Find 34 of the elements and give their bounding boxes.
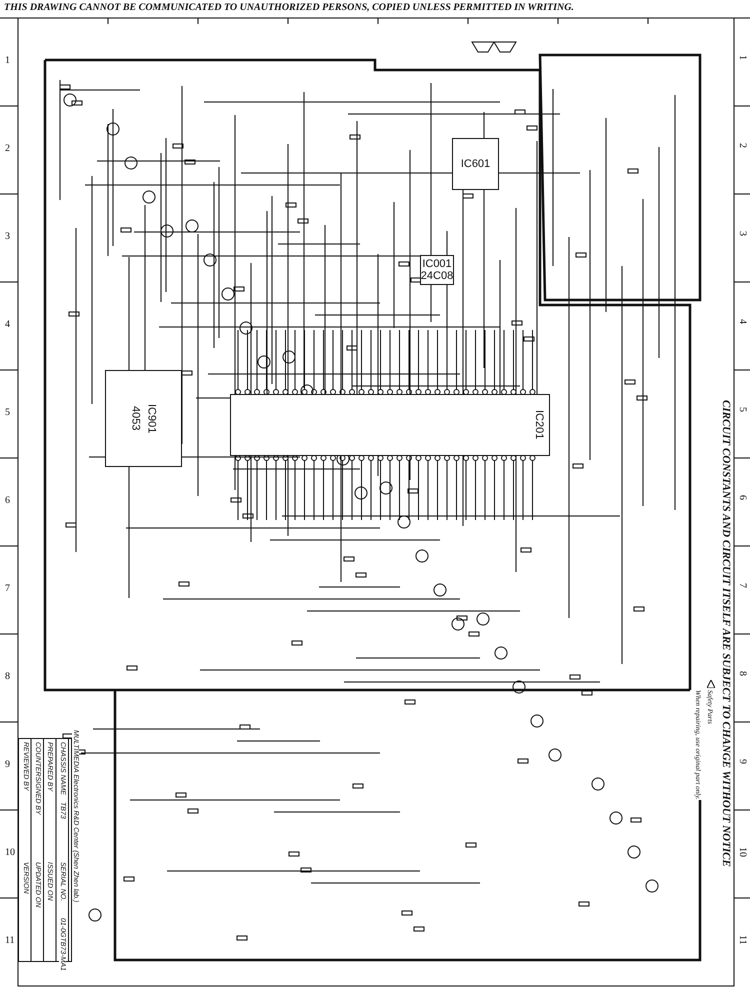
grid-number: 11	[737, 935, 748, 945]
grid-number: 4	[737, 319, 748, 324]
grid-number: 9	[5, 759, 10, 770]
chip-box	[420, 255, 454, 285]
chip-box	[105, 370, 182, 467]
grid-number: 5	[5, 407, 10, 418]
chip-label: IC601	[460, 158, 490, 170]
change-notice: CIRCUIT CONSTANTS AND CIRCUIT ITSELF ARE SUBJECT TO CHANGE WITHOUT NOTICE	[720, 400, 732, 867]
grid-number: 2	[737, 143, 748, 148]
grid-number: 5	[737, 407, 748, 412]
grid-number: 7	[737, 583, 748, 588]
grid-number: 3	[5, 231, 10, 242]
grid-number: 4	[5, 319, 10, 330]
chip-box	[452, 138, 499, 190]
grid-number: 6	[5, 495, 10, 506]
grid-number: 8	[737, 671, 748, 676]
grid-number: 1	[5, 55, 10, 66]
grid-number: 7	[5, 583, 10, 594]
chip-label: 4053	[130, 406, 142, 431]
grid-number: 3	[737, 231, 748, 236]
chip-label: 24C08	[420, 270, 454, 282]
grid-number: 1	[737, 55, 748, 60]
grid-number: 6	[737, 495, 748, 500]
warning-note: THIS DRAWING CANNOT BE COMMUNICATED TO UNAUTHORIZED PERSONS, COPIED UNLESS PERMITTED IN WRITING.	[4, 2, 574, 13]
chip-label: IC001	[422, 258, 452, 270]
chip-label: IC201	[533, 410, 545, 440]
chip-label: IC901	[146, 404, 158, 434]
grid-number: 10	[5, 847, 15, 858]
grid-number: 10	[737, 847, 748, 857]
grid-number: 8	[5, 671, 10, 682]
chip-box	[230, 394, 550, 456]
grid-number: 2	[5, 143, 10, 154]
grid-number: 9	[737, 759, 748, 764]
grid-number: 11	[5, 935, 15, 946]
